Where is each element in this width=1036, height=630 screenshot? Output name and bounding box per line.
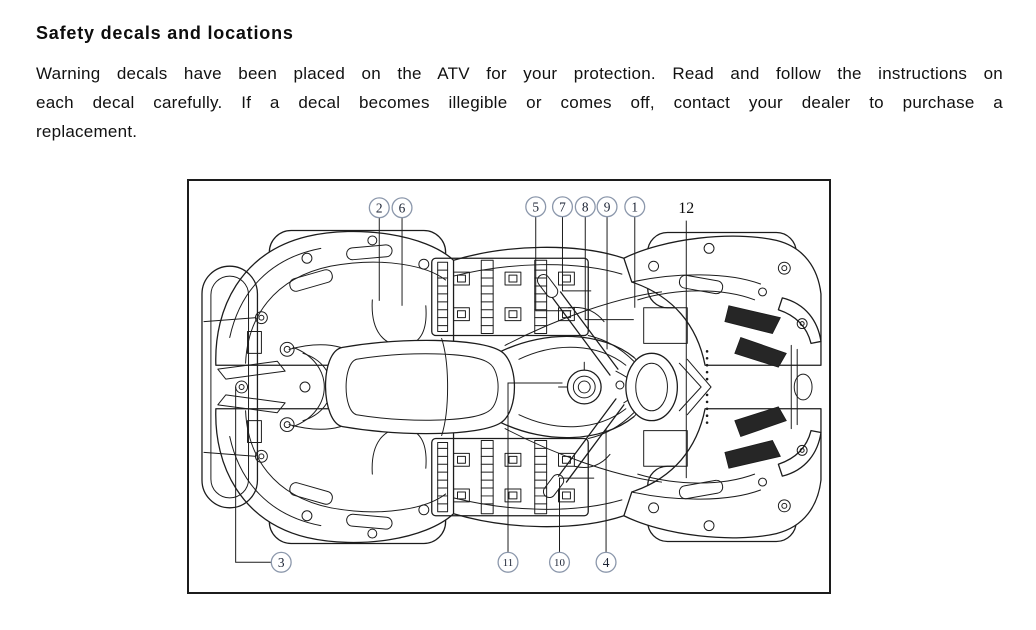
callout-11: 11 xyxy=(497,382,563,573)
page-title: Safety decals and locations xyxy=(36,23,294,43)
atv-top-view-diagram: 2 6 5 7 89 1 12 3 11 10 4 xyxy=(201,196,822,573)
atv-bottom-half xyxy=(215,392,822,545)
svg-text:2: 2 xyxy=(376,200,383,215)
callout-5: 5 xyxy=(525,196,572,312)
callout-10: 10 xyxy=(548,477,595,573)
instrument-pod xyxy=(615,352,679,422)
paragraph-line: each decal carefully. If a decal becomes… xyxy=(36,93,1003,112)
front-nose-chevrons xyxy=(678,358,712,416)
svg-text:8: 8 xyxy=(582,199,589,214)
atv-center-elements xyxy=(201,265,822,509)
brand-lettering xyxy=(705,350,709,381)
rack-clamps xyxy=(453,271,575,322)
left-grip xyxy=(537,274,559,298)
svg-text:3: 3 xyxy=(278,555,285,570)
callout-3: 3 xyxy=(235,386,292,573)
decal-1-location-panel xyxy=(643,307,688,344)
paragraph-line: replacement. xyxy=(36,122,138,141)
callout-4: 4 xyxy=(595,428,617,573)
rear-fender-panel xyxy=(215,230,455,366)
body-top-edge xyxy=(452,246,625,261)
callout-6: 6 xyxy=(391,197,413,306)
callout-1: 1 xyxy=(624,196,646,308)
callout-9: 9 xyxy=(596,196,618,350)
front-fender-panel xyxy=(623,235,822,381)
rear-vent-slots xyxy=(217,360,311,414)
intro-paragraph: Warning decals have been placed on the A… xyxy=(36,59,1003,146)
svg-text:11: 11 xyxy=(503,557,513,569)
paragraph-line: Warning decals have been placed on the A… xyxy=(36,64,1003,83)
callout-12: 12 xyxy=(678,200,694,479)
svg-text:9: 9 xyxy=(604,199,611,214)
svg-text:12: 12 xyxy=(678,200,694,217)
svg-text:6: 6 xyxy=(399,200,406,215)
svg-text:4: 4 xyxy=(603,555,610,570)
svg-text:10: 10 xyxy=(554,557,565,569)
front-bumper xyxy=(777,297,822,477)
svg-text:7: 7 xyxy=(559,199,566,214)
fuel-cap xyxy=(558,361,602,405)
rear-bumper xyxy=(201,265,262,509)
seat xyxy=(324,337,516,437)
right-grip xyxy=(542,474,565,499)
svg-text:1: 1 xyxy=(631,199,638,214)
rear-body-line-top xyxy=(288,344,342,350)
callout-2: 2 xyxy=(368,197,390,301)
atv-top-half xyxy=(215,229,822,381)
handlebars xyxy=(537,274,639,499)
carrier-rack-grid xyxy=(431,257,589,337)
rear-body-line-bottom xyxy=(288,424,342,430)
svg-text:5: 5 xyxy=(532,199,539,214)
right-brake-lever xyxy=(573,453,611,468)
body-top-inner-edge xyxy=(453,264,623,277)
callout-7: 7 xyxy=(551,196,592,292)
callout-8: 8 xyxy=(574,196,634,321)
